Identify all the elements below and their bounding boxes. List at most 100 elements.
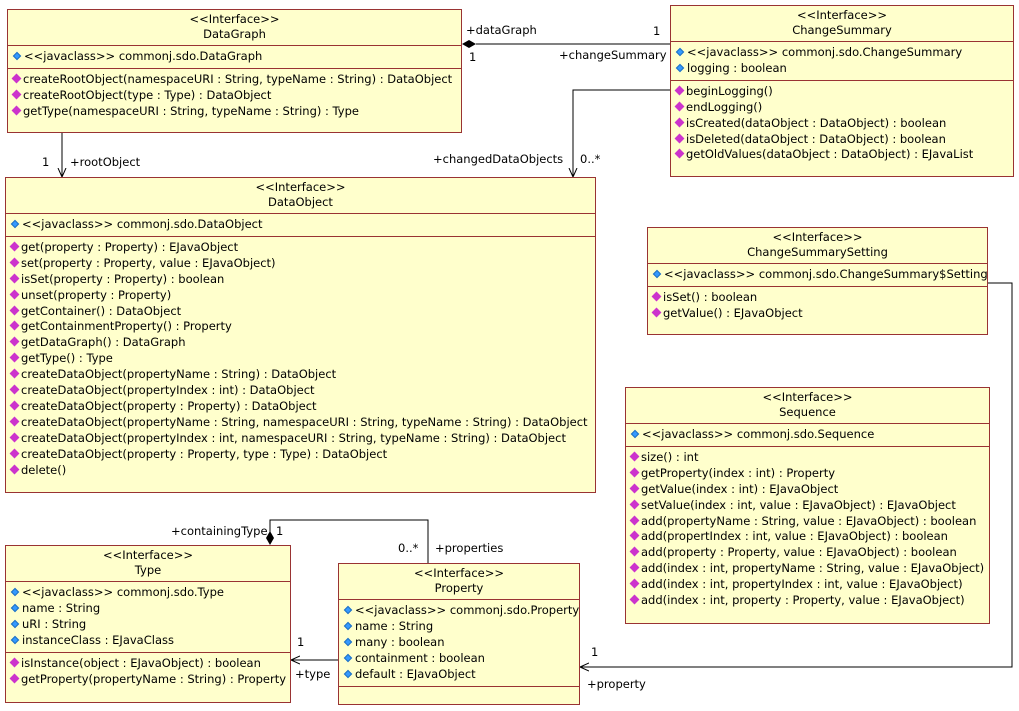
datagraph-class[interactable]: <<Interface>> DataGraph <<javaclass>> co… [7, 9, 462, 133]
class-name: DataObject [268, 195, 333, 209]
operation: add(index : int, property : Property, va… [629, 593, 985, 609]
class-header: <<Interface>> ChangeSummary [671, 6, 1013, 42]
attribute: <<javaclass>> commonj.sdo.Property [343, 603, 579, 619]
attribute: uRI : String [10, 617, 286, 633]
operation: createDataObject(propertyName : String) … [9, 367, 591, 383]
operation-icon [674, 85, 685, 96]
operations-compartment: beginLogging() endLogging() isCreated(da… [671, 81, 1013, 167]
class-header: <<Interface>> ChangeSummarySetting [648, 228, 987, 264]
operation-icon [9, 336, 20, 347]
role-label-changeddataobjects: +changedDataObjects [433, 152, 564, 166]
operation-icon [9, 368, 20, 379]
operation-icon [9, 432, 20, 443]
operation: size() : int [629, 450, 985, 466]
attribute-icon [343, 621, 353, 631]
setting-prop-line [580, 282, 1013, 667]
operation-icon [9, 657, 20, 668]
changesummary-class[interactable]: <<Interface>> ChangeSummary <<javaclass>… [670, 5, 1014, 177]
attribute-icon [652, 269, 662, 279]
operation: isSet(property : Property) : boolean [9, 272, 591, 288]
role-label-changesummary: +changeSummary [559, 48, 667, 62]
attributes-compartment: <<javaclass>> commonj.sdo.ChangeSummary$… [648, 264, 988, 287]
operation: getValue() : EJavaObject [651, 306, 983, 322]
operation-icon [629, 594, 640, 605]
attribute-icon [343, 605, 353, 615]
operation: createDataObject(propertyIndex : int, na… [9, 431, 591, 447]
operations-compartment: isSet() : boolean getValue() : EJavaObje… [648, 287, 987, 325]
operation-icon [674, 117, 685, 128]
attribute-icon [10, 219, 20, 229]
operation-icon [9, 320, 20, 331]
operation-icon [674, 101, 685, 112]
attribute-icon [10, 635, 20, 644]
mult-label-properties: 0..* [398, 541, 419, 555]
operation-icon [9, 448, 20, 459]
class-name: DataGraph [203, 27, 266, 41]
class-header: <<Interface>> Sequence [626, 388, 989, 424]
sequence-class[interactable]: <<Interface>> Sequence <<javaclass>> com… [625, 387, 990, 624]
operation: add(propertyName : String, value : EJava… [629, 514, 985, 530]
attribute: <<javaclass>> commonj.sdo.ChangeSummary [675, 45, 1009, 61]
dataobject-class[interactable]: <<Interface>> DataObject <<javaclass>> c… [5, 177, 596, 493]
stereotype: <<Interface>> [255, 180, 346, 194]
operation-icon [9, 384, 20, 395]
attribute-icon [10, 587, 20, 597]
operation-icon [9, 464, 20, 475]
attributes-compartment: <<javaclass>> commonj.sdo.DataObject [6, 214, 595, 237]
operation: createRootObject(type : Type) : DataObje… [11, 88, 457, 104]
operation: isInstance(object : EJavaObject) : boole… [9, 656, 286, 672]
stereotype: <<Interface>> [102, 548, 194, 562]
operation: getProperty(index : int) : Property [629, 466, 985, 482]
operation: getContainmentProperty() : Property [9, 319, 591, 335]
stereotype: <<Interface>> [189, 12, 280, 26]
property-class[interactable]: <<Interface>> Property <<javaclass>> com… [338, 563, 580, 705]
operation: createDataObject(propertyIndex : int) : … [9, 383, 591, 399]
class-name: ChangeSummarySetting [747, 245, 888, 259]
attributes-compartment: <<javaclass>> commonj.sdo.Property name … [339, 600, 579, 687]
operation: getOldValues(dataObject : DataObject) : … [674, 147, 1009, 163]
type-class[interactable]: <<Interface>> Type <<javaclass>> commonj… [5, 545, 291, 703]
attribute-icon [10, 619, 20, 629]
attributes-compartment: <<javaclass>> commonj.sdo.DataGraph [8, 46, 461, 69]
operation: isDeleted(dataObject : DataObject) : boo… [674, 132, 1009, 148]
operation-icon [9, 352, 20, 363]
operation-icon [9, 416, 20, 427]
operation-icon [629, 578, 640, 589]
operation-icon [674, 148, 685, 159]
operation-icon [651, 291, 662, 302]
attribute: containment : boolean [343, 651, 575, 667]
operation-icon [651, 307, 662, 318]
attribute-icon [630, 429, 640, 439]
operation-icon [629, 546, 640, 557]
operation: add(index : int, propertyName : String, … [629, 561, 985, 577]
attribute: name : String [10, 601, 286, 617]
attribute-icon [10, 603, 20, 613]
cs-do-line [573, 89, 670, 177]
stereotype: <<Interface>> [772, 230, 863, 244]
mult-label-property: 1 [591, 645, 599, 659]
operation-icon [9, 241, 20, 252]
attributes-compartment: <<javaclass>> commonj.sdo.ChangeSummary … [671, 42, 1013, 81]
operation: getDataGraph() : DataGraph [9, 335, 591, 351]
operation-icon [629, 515, 640, 525]
attribute: default : EJavaObject [343, 667, 575, 683]
attribute: <<javaclass>> commonj.sdo.Type [10, 585, 286, 601]
attribute: <<javaclass>> commonj.sdo.DataGraph [12, 49, 457, 65]
role-label-rootobject: +rootObject [70, 155, 141, 169]
type-composition-diamond [266, 531, 274, 545]
operation: createDataObject(property : Property) : … [9, 399, 591, 415]
operation-icon [11, 73, 22, 84]
mult-label-changeddataobjects: 0..* [580, 152, 601, 166]
operation: getType() : Type [9, 351, 591, 367]
role-label-property: +property [587, 677, 646, 691]
class-name: Type [134, 563, 162, 577]
attribute: <<javaclass>> commonj.sdo.ChangeSummary$… [652, 267, 988, 283]
operation: setValue(index : int, value : EJavaObjec… [629, 498, 985, 514]
operation-icon [674, 133, 685, 143]
operation-icon [629, 530, 640, 541]
operations-compartment [339, 687, 579, 707]
operation-icon [11, 105, 22, 116]
operation: add(index : int, propertyIndex : int, va… [629, 577, 985, 593]
attribute: <<javaclass>> commonj.sdo.DataObject [10, 217, 591, 233]
changesummarysetting-class[interactable]: <<Interface>> ChangeSummarySetting <<jav… [647, 227, 988, 335]
